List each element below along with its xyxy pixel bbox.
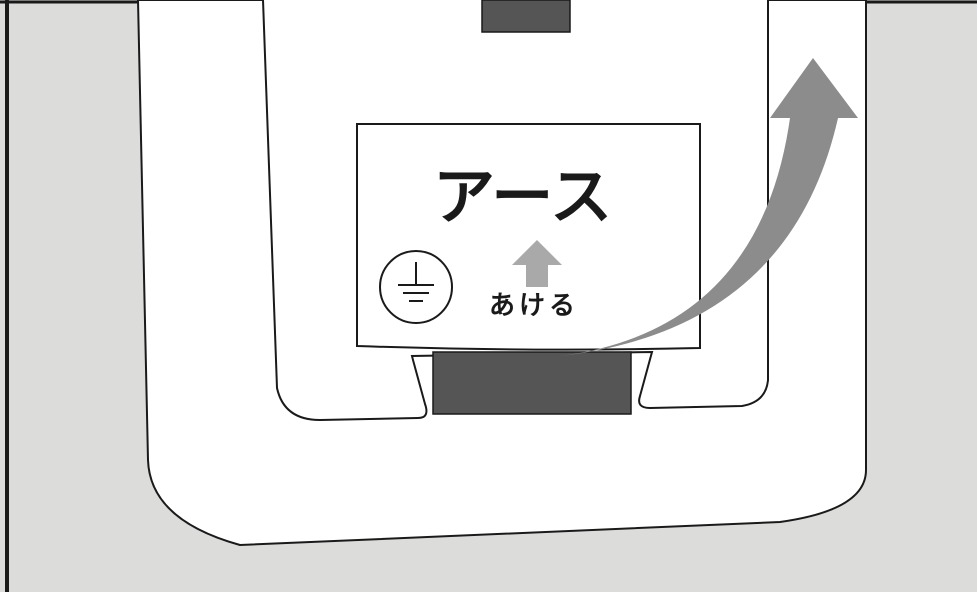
cover-title: アース bbox=[433, 160, 612, 233]
open-instruction: あける bbox=[489, 291, 579, 321]
up-arrow-icon bbox=[512, 240, 562, 287]
curved-arrow-icon bbox=[560, 58, 858, 356]
pull-tab bbox=[432, 351, 632, 415]
ground-icon bbox=[379, 250, 453, 324]
top-tab bbox=[481, 0, 571, 33]
